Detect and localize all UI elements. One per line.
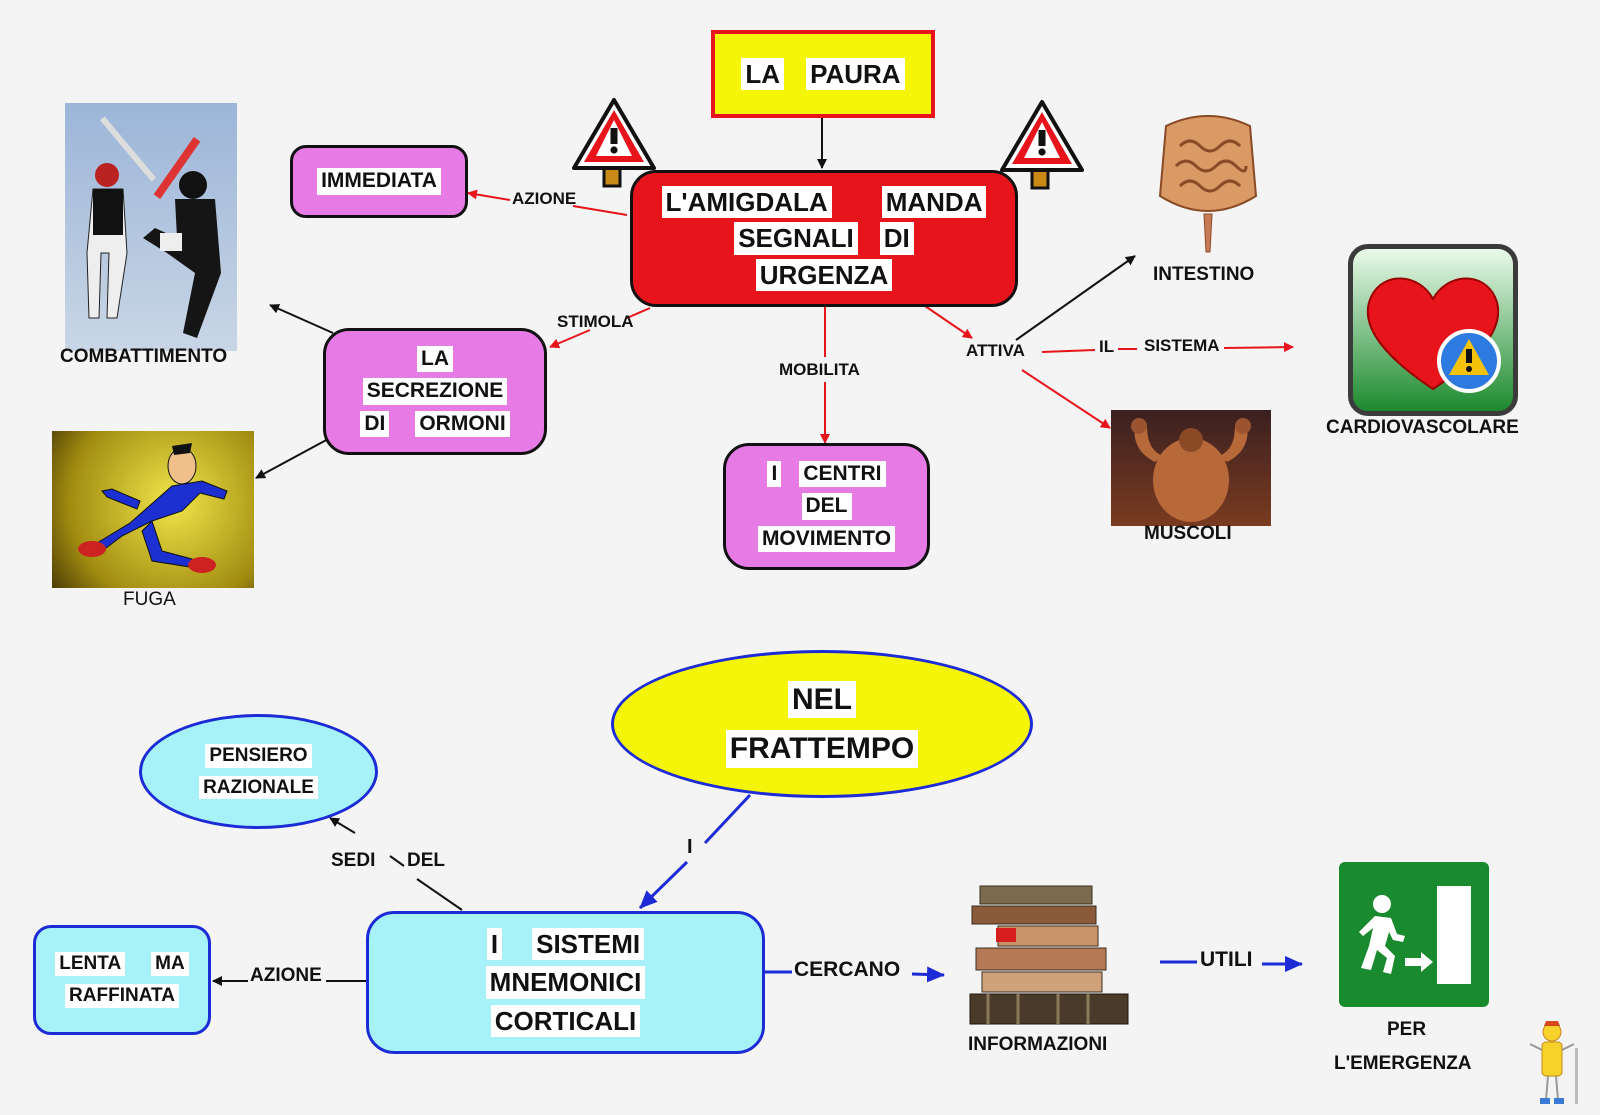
warning-sign-icon [1000,100,1084,190]
immediata-node: IMMEDIATA [290,145,468,218]
centri-text: MOVIMENTO [757,525,896,552]
link-label-stimola: STIMOLA [557,312,634,331]
sistemi-text: SISTEMI [532,927,645,961]
link-label-attiva: ATTIVA [966,341,1025,360]
secrezione-text: SECREZIONE [362,378,508,405]
title-word-1: LA [741,57,785,91]
pensiero-text: RAZIONALE [199,775,318,800]
secrezione-text: LA [417,346,453,373]
title-word-2: PAURA [806,57,905,91]
caption-per: PER [1387,1019,1427,1040]
centri-text: I [767,461,782,488]
centri-text: DEL [801,493,852,520]
caption-intestino: INTESTINO [1153,264,1255,285]
amygdala-text: MANDA [881,185,987,219]
link-label-utili: UTILI [1200,948,1253,971]
muscles-picture [1111,410,1271,526]
centri-node: I CENTRI DEL MOVIMENTO [723,443,930,570]
pensiero-node: PENSIERO RAZIONALE [139,714,378,829]
secrezione-node: LA SECREZIONE DI ORMONI [323,328,547,455]
caption-cardiovascolare: CARDIOVASCOLARE [1326,417,1519,438]
link-label-sistema: SISTEMA [1144,336,1220,355]
amygdala-text: DI [879,222,914,255]
link-label-mobilita: MOBILITA [779,360,860,379]
nel-frattempo-text: FRATTEMPO [725,730,919,768]
mascot-icon [1529,1021,1578,1104]
emergency-exit-icon [1339,862,1489,1007]
amygdala-text: L'AMIGDALA [661,185,832,219]
sistemi-text: CORTICALI [490,1004,641,1038]
caption-emergenza: L'EMERGENZA [1334,1053,1472,1074]
title-box: LA PAURA [711,30,935,118]
immediata-text: IMMEDIATA [317,168,441,195]
heart-alert-icon [1348,244,1518,416]
sistemi-text: I [486,927,503,961]
caption-informazioni: INFORMAZIONI [968,1034,1108,1055]
caption-fuga: FUGA [123,589,176,610]
fighting-picture [65,103,237,351]
lenta-node: LENTA MA RAFFINATA [33,925,211,1035]
amygdala-text: URGENZA [755,258,893,292]
pensiero-text: PENSIERO [205,743,312,768]
centri-text: CENTRI [799,461,886,488]
books-icon [969,885,1129,1025]
amygdala-text: SEGNALI [734,222,858,255]
link-label-il: IL [1099,337,1115,356]
link-label-del: DEL [407,850,445,871]
nel-frattempo-text: NEL [788,680,856,718]
nel-frattempo-node: NEL FRATTEMPO [611,650,1033,798]
link-label-cercano: CERCANO [794,958,901,981]
sistemi-node: I SISTEMI MNEMONICI CORTICALI [366,911,765,1054]
link-label-sedi: SEDI [331,850,376,871]
running-man-picture [52,431,254,588]
warning-sign-icon [572,98,656,188]
secrezione-text: DI [360,410,390,437]
lenta-text: MA [151,952,189,976]
caption-muscoli: MUSCOLI [1144,523,1232,544]
lenta-text: RAFFINATA [65,984,179,1008]
sistemi-text: MNEMONICI [485,966,646,999]
link-label-azione-bottom: AZIONE [250,965,322,986]
secrezione-text: ORMONI [415,410,510,437]
link-label-azione: AZIONE [512,189,577,208]
caption-combattimento: COMBATTIMENTO [60,346,228,367]
amygdala-node: L'AMIGDALA MANDA SEGNALI DI URGENZA [630,170,1018,307]
lenta-text: LENTA [55,952,126,976]
intestine-picture [1146,106,1270,256]
link-label-i: I [687,836,693,858]
